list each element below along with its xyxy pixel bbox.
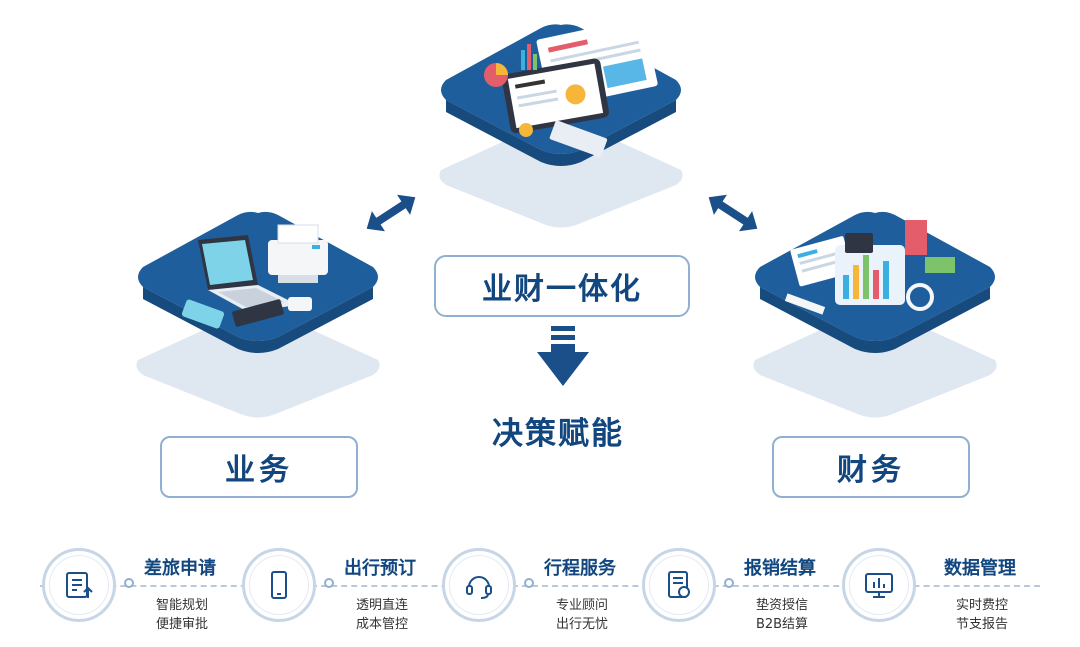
step-desc: 智能规划 便捷审批	[142, 596, 222, 634]
step-title: 行程服务	[540, 554, 620, 580]
step-desc-line2: B2B结算	[755, 617, 809, 632]
step-desc-line1: 透明直连	[355, 598, 408, 613]
integration-label-box: 业财一体化	[434, 255, 690, 317]
finance-illustration	[753, 211, 997, 418]
top-platform	[436, 17, 686, 230]
step-title: 报销结算	[740, 554, 820, 580]
step-circle	[642, 548, 716, 622]
finance-label: 财务	[837, 453, 905, 488]
step-travel-apply: 差旅申请 智能规划 便捷审批	[42, 548, 242, 638]
step-dot	[124, 578, 134, 588]
checklist-upload-icon	[66, 572, 93, 598]
process-dashed-line	[40, 585, 1040, 587]
step-data-management: 数据管理 实时费控 节支报告	[842, 548, 1042, 638]
step-circle	[442, 548, 516, 622]
reports-illustration	[439, 17, 683, 228]
mobile-phone-icon	[271, 571, 287, 599]
step-title: 出行预订	[340, 554, 420, 580]
step-dot	[324, 578, 334, 588]
integration-label: 业财一体化	[482, 272, 642, 307]
headset-icon	[466, 576, 492, 599]
right-double-arrow	[708, 194, 758, 232]
step-desc-line1: 智能规划	[155, 598, 208, 613]
down-arrow-icon	[537, 326, 589, 386]
step-desc-line2: 节支报告	[955, 617, 1008, 632]
step-dot	[524, 578, 534, 588]
decision-empower-title: 决策赋能	[492, 416, 624, 452]
step-desc-line1: 实时费控	[955, 598, 1008, 613]
step-desc: 专业顾问 出行无忧	[542, 596, 622, 634]
step-title: 数据管理	[940, 554, 1020, 580]
step-circle	[842, 548, 916, 622]
step-circle	[242, 548, 316, 622]
step-desc: 垫资授信 B2B结算	[742, 596, 822, 634]
step-desc: 实时费控 节支报告	[942, 596, 1022, 634]
business-label-box: 业务	[160, 436, 358, 498]
right-platform	[745, 205, 1005, 420]
step-desc-line2: 便捷审批	[155, 617, 208, 632]
step-reimbursement: 报销结算 垫资授信 B2B结算	[642, 548, 842, 638]
step-desc: 透明直连 成本管控	[342, 596, 422, 634]
step-trip-booking: 出行预订 透明直连 成本管控	[242, 548, 442, 638]
invoice-icon	[668, 571, 690, 598]
office-illustration	[136, 211, 380, 418]
step-dot	[724, 578, 734, 588]
step-desc-line1: 专业顾问	[555, 598, 608, 613]
step-desc-line2: 成本管控	[355, 617, 408, 632]
left-double-arrow	[366, 194, 416, 232]
step-desc-line2: 出行无忧	[555, 617, 608, 632]
finance-label-box: 财务	[772, 436, 970, 498]
business-label: 业务	[225, 453, 293, 488]
step-circle	[42, 548, 116, 622]
step-itinerary-service: 行程服务 专业顾问 出行无忧	[442, 548, 642, 638]
step-title: 差旅申请	[140, 554, 220, 580]
step-desc-line1: 垫资授信	[755, 598, 808, 613]
chart-monitor-icon	[865, 573, 893, 598]
left-platform	[128, 205, 388, 420]
